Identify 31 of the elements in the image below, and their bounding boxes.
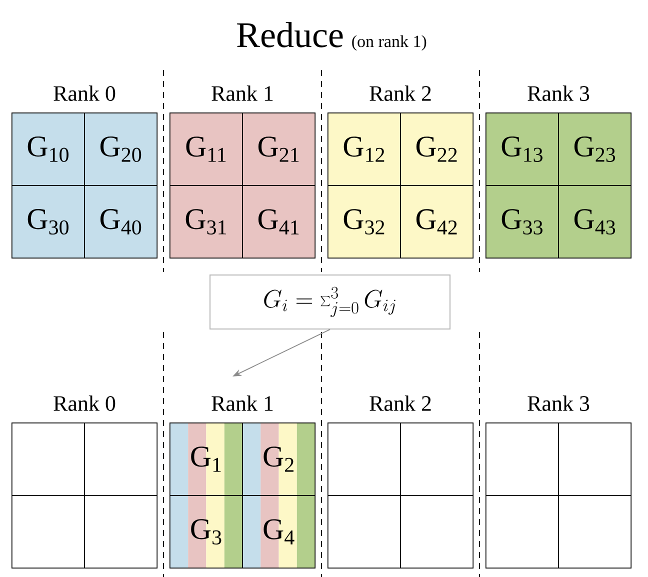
matrix-cell: G$_{30}$ xyxy=(12,185,85,258)
matrix-cell: G$_{13}$ xyxy=(486,112,559,186)
node-label: Rank 1 xyxy=(212,395,273,411)
matrix-cell: G$_{2}$ xyxy=(242,422,316,496)
matrix-cell: G$_{11}$ xyxy=(170,112,243,186)
matrix-cell: G$_{12}$ xyxy=(328,112,401,186)
matrix-cell: G$_{32}$ xyxy=(328,185,401,258)
matrix-cell: G$_{22}$ xyxy=(400,112,474,186)
matrix-cell: G$_{3}$ xyxy=(170,495,243,568)
matrix-cell: G$_{40}$ xyxy=(84,185,158,258)
node-label: Rank 1 xyxy=(212,85,273,101)
matrix-cell: G$_{1}$ xyxy=(170,422,243,496)
title: Reduce xyxy=(237,22,343,48)
formula-box: $G_i = \sum_{j=0}^{3} G_{ij}$ xyxy=(210,274,450,330)
node-label: Rank 3 xyxy=(528,395,590,411)
matrix-cell: G$_{4}$ xyxy=(242,495,316,568)
matrix-cell: G$_{23}$ xyxy=(558,112,632,186)
subtitle: (on rank 1) xyxy=(352,35,426,51)
matrix-cell: G$_{31}$ xyxy=(170,185,243,258)
matrix-cell: G$_{33}$ xyxy=(486,185,559,258)
matrix-cell: G$_{42}$ xyxy=(400,185,474,258)
matrix-cell: G$_{43}$ xyxy=(558,185,632,258)
node-label: Rank 0 xyxy=(54,395,116,411)
matrix-cell: G$_{20}$ xyxy=(84,112,158,186)
matrix-cell: G$_{21}$ xyxy=(242,112,316,186)
node-label: Rank 3 xyxy=(528,85,590,101)
matrix-cell: G$_{41}$ xyxy=(242,185,316,258)
matrix-cell: G$_{10}$ xyxy=(12,112,85,186)
node-label: Rank 0 xyxy=(54,85,116,101)
node-label: Rank 2 xyxy=(370,85,431,101)
node-label: Rank 2 xyxy=(370,395,431,411)
